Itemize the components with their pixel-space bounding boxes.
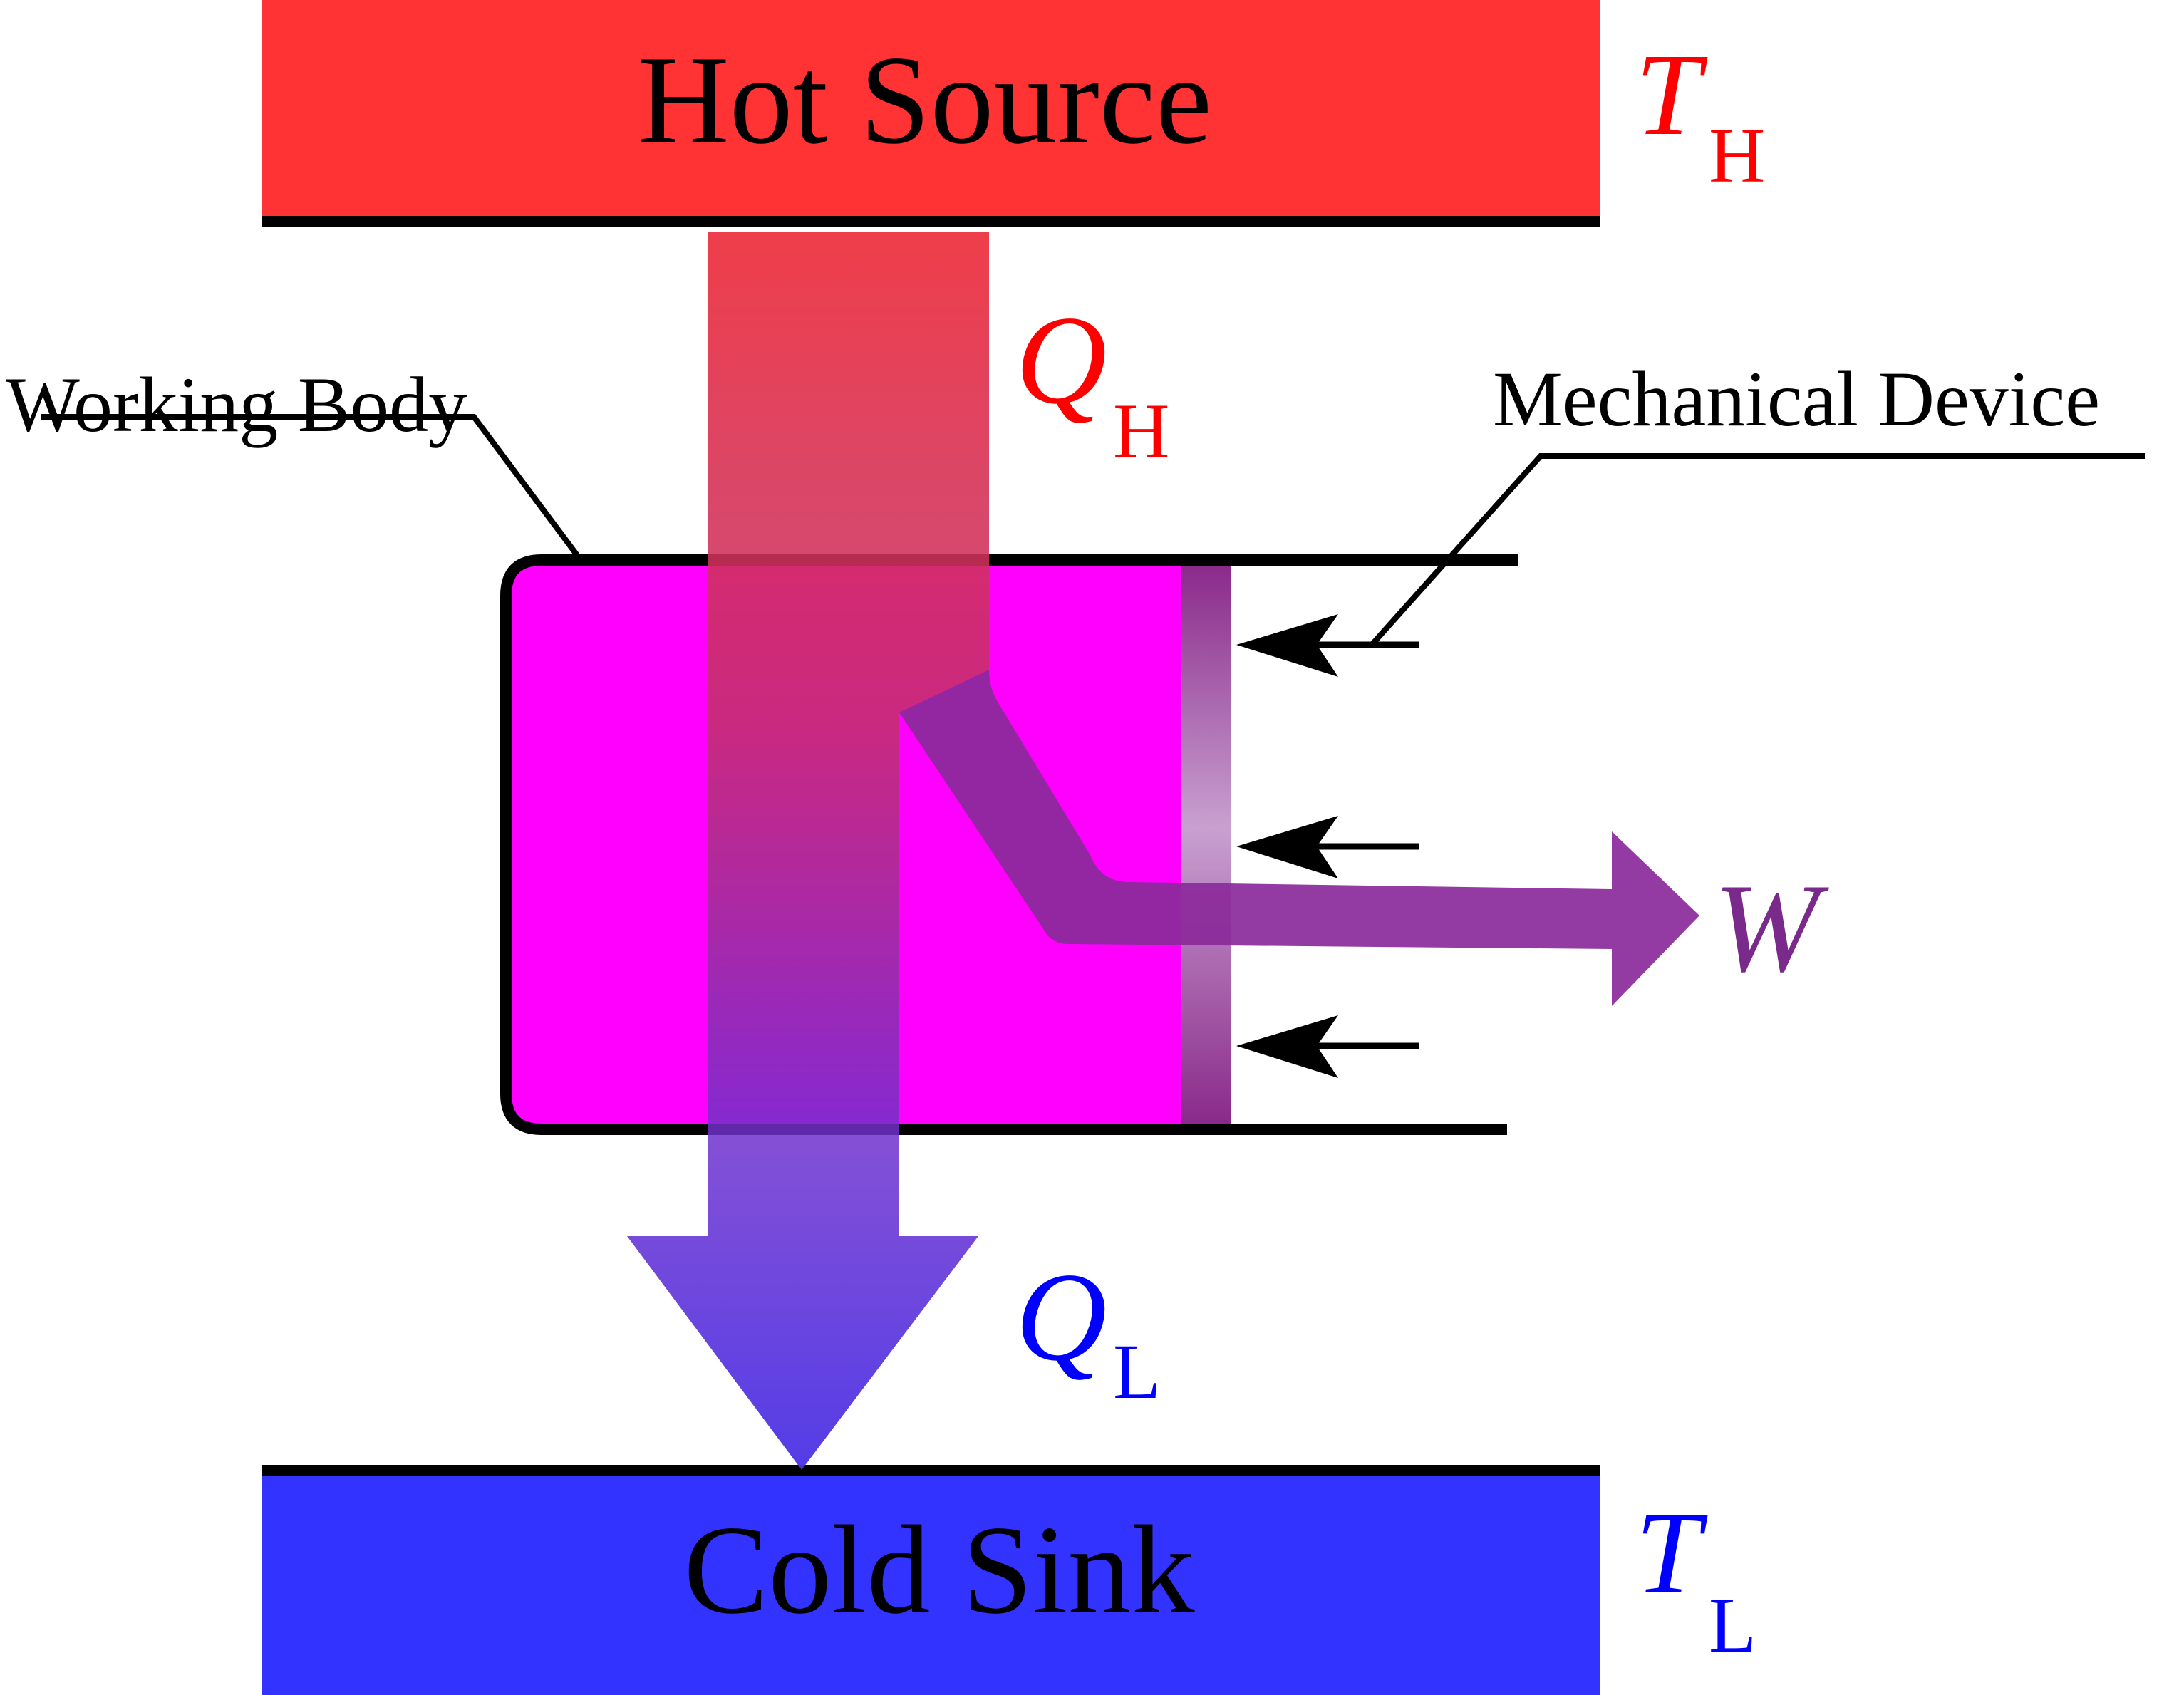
heat-flow-arrow bbox=[627, 232, 989, 1470]
piston bbox=[1181, 565, 1231, 1124]
q-cold-symbol: Q L bbox=[1015, 1246, 1161, 1415]
pressure-arrow-middle-icon bbox=[1236, 816, 1419, 878]
hot-source: Hot Source bbox=[262, 0, 1600, 227]
cold-sink: Cold Sink bbox=[262, 1465, 1600, 1695]
q-hot-main: Q bbox=[1015, 289, 1107, 430]
pressure-arrow-bottom-icon bbox=[1236, 1015, 1419, 1078]
pressure-arrows bbox=[1236, 614, 1419, 1078]
working-body-label: Working Body bbox=[6, 361, 467, 448]
mechanical-device-label: Mechanical Device bbox=[1493, 356, 2100, 442]
t-hot-sub: H bbox=[1709, 112, 1765, 199]
t-cold-symbol: T L bbox=[1635, 1488, 1756, 1669]
q-cold-sub: L bbox=[1113, 1328, 1161, 1415]
t-hot-symbol: T H bbox=[1635, 29, 1765, 199]
cold-sink-label: Cold Sink bbox=[683, 1499, 1194, 1640]
hot-source-label: Hot Source bbox=[638, 29, 1212, 170]
t-cold-main: T bbox=[1635, 1488, 1708, 1618]
q-cold-main: Q bbox=[1015, 1246, 1107, 1387]
mechanical-device-leader bbox=[1370, 453, 2145, 647]
working-body-leader bbox=[41, 414, 584, 562]
t-cold-sub: L bbox=[1709, 1582, 1756, 1669]
pressure-arrow-top-icon bbox=[1236, 614, 1419, 677]
work-symbol: W bbox=[1714, 857, 1829, 998]
t-hot-main: T bbox=[1635, 29, 1708, 160]
q-hot-sub: H bbox=[1113, 388, 1169, 475]
work-arrow bbox=[899, 670, 1699, 1006]
q-hot-symbol: Q H bbox=[1015, 289, 1169, 475]
working-body-outline bbox=[500, 554, 1518, 1135]
